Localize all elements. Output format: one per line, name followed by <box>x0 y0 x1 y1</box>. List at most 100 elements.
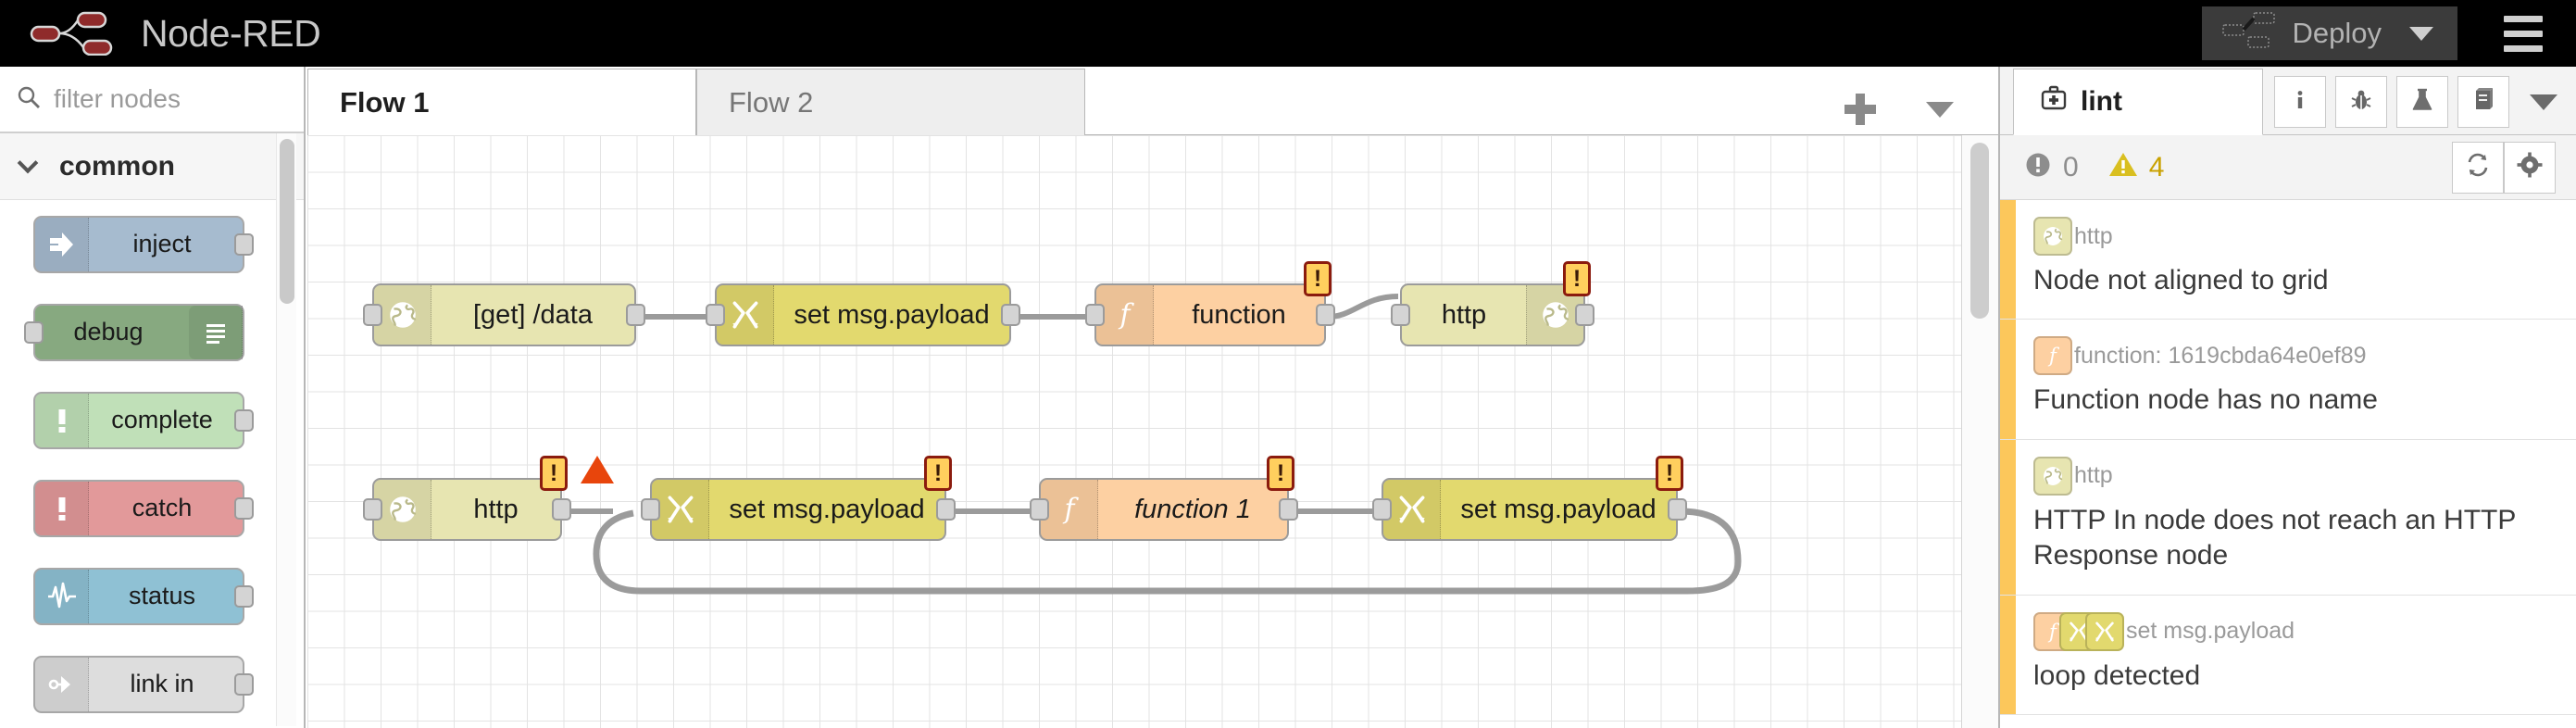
warning-triangle-icon <box>2108 151 2138 183</box>
palette-node-body[interactable]: catch <box>33 479 254 537</box>
sidebar-tabs-chevron-down-icon[interactable] <box>2530 94 2557 110</box>
tab-lint-label: lint <box>2081 86 2122 117</box>
filter-nodes-input[interactable] <box>54 84 287 114</box>
palette-node-body[interactable]: inject <box>33 215 254 273</box>
gear-icon <box>2517 152 2543 182</box>
palette-node-label: link in <box>130 670 194 697</box>
tab-lint[interactable]: lint <box>2013 69 2263 135</box>
node-input-port[interactable] <box>363 498 382 521</box>
flow-menu-chevron-down-icon[interactable] <box>1926 101 1954 118</box>
node-input-port[interactable] <box>24 320 44 344</box>
node-output-port[interactable] <box>1316 304 1335 326</box>
flow-node-n4[interactable]: http! <box>1391 261 1594 346</box>
node-input-port[interactable] <box>1085 304 1105 326</box>
flow-node-label: [get] /data <box>473 299 593 330</box>
palette-node-label: debug <box>73 318 144 345</box>
palette-node-status[interactable]: status <box>0 552 304 640</box>
hamburger-menu-icon[interactable] <box>2498 10 2548 57</box>
node-input-port[interactable] <box>1372 498 1392 521</box>
lint-item-node-icons: f <box>2033 336 2072 376</box>
flow-node-n1[interactable]: [get] /data <box>363 283 645 346</box>
node-input-port[interactable] <box>1030 498 1049 521</box>
error-count: 0 <box>2063 151 2079 182</box>
flow-tab-flow-1[interactable]: Flow 1 <box>307 69 696 135</box>
palette-node-body[interactable]: debug <box>24 303 244 361</box>
flow-tab-label: Flow 2 <box>729 85 814 119</box>
node-warning-badge[interactable]: ! <box>1563 261 1591 296</box>
node-output-port[interactable] <box>234 496 254 520</box>
lint-actions <box>2452 141 2556 194</box>
sidebar-help-button[interactable] <box>2457 76 2509 128</box>
palette-scrollbar[interactable] <box>276 133 296 726</box>
node-warning-badge[interactable]: ! <box>924 456 952 491</box>
add-flow-button[interactable] <box>1844 94 1876 125</box>
flow-node-n8[interactable]: set msg.payload! <box>1372 456 1687 541</box>
node-output-port[interactable] <box>626 304 645 326</box>
palette-scrollbar-thumb[interactable] <box>280 139 294 304</box>
node-output-port[interactable] <box>234 408 254 432</box>
node-output-port[interactable] <box>936 498 956 521</box>
node-output-port[interactable] <box>1279 498 1298 521</box>
svg-text:f: f <box>2047 620 2060 643</box>
flow-tab-flow-2[interactable]: Flow 2 <box>696 69 1085 135</box>
lint-summary-bar: 0 4 <box>2000 135 2576 200</box>
palette-node-inject[interactable]: inject <box>0 200 304 288</box>
lint-item-node-icons <box>2033 217 2072 256</box>
sidebar-info-button[interactable] <box>2274 76 2326 128</box>
palette-node-body[interactable]: status <box>33 567 254 625</box>
node-warning-badge[interactable]: ! <box>1304 261 1332 296</box>
node-output-port[interactable] <box>234 584 254 608</box>
node-input-port[interactable] <box>363 304 382 326</box>
node-input-port[interactable] <box>1391 304 1410 326</box>
node-input-port[interactable] <box>641 498 660 521</box>
node-output-port[interactable] <box>1575 304 1594 326</box>
lint-settings-button[interactable] <box>2504 141 2556 194</box>
node-warning-badge[interactable]: ! <box>1656 456 1683 491</box>
canvas-vertical-scrollbar[interactable] <box>1961 135 1998 728</box>
sidebar-tests-button[interactable] <box>2396 76 2448 128</box>
function-icon: f <box>1041 480 1098 539</box>
flow-node-n6[interactable]: set msg.payload! <box>641 456 956 541</box>
palette-node-catch[interactable]: catch <box>0 464 304 552</box>
palette-node-debug[interactable]: debug <box>0 288 304 376</box>
palette-node-label: complete <box>111 406 213 433</box>
palette-search[interactable] <box>0 67 304 133</box>
node-output-port[interactable] <box>1001 304 1020 326</box>
flow-node-n5[interactable]: http! <box>363 456 614 541</box>
globe-icon <box>2033 456 2072 496</box>
deploy-button[interactable]: Deploy <box>2201 6 2457 60</box>
node-warning-badge[interactable]: ! <box>540 456 568 491</box>
palette-node-body[interactable]: link in <box>33 655 254 713</box>
change-icon <box>652 480 709 539</box>
info-icon <box>2288 88 2312 117</box>
node-output-port[interactable] <box>552 498 571 521</box>
node-input-port[interactable] <box>706 304 725 326</box>
flow-node-label: http <box>1441 299 1487 330</box>
palette-node-body[interactable]: complete <box>33 391 254 449</box>
node-output-port[interactable] <box>234 672 254 696</box>
flow-node-n2[interactable]: set msg.payload <box>706 283 1020 346</box>
function-icon: f <box>2033 336 2072 376</box>
right-sidebar: lint <box>1998 67 2576 728</box>
lint-item-message: Node not aligned to grid <box>2033 265 2329 295</box>
sidebar-debug-button[interactable] <box>2335 76 2387 128</box>
palette-node-link-in[interactable]: link in <box>0 640 304 726</box>
error-count-group: 0 <box>2024 151 2079 183</box>
node-output-port[interactable] <box>1668 498 1687 521</box>
palette-node-complete[interactable]: complete <box>0 376 304 464</box>
chevron-down-icon <box>17 152 39 173</box>
palette-category-common[interactable]: common <box>0 133 304 200</box>
chevron-down-icon[interactable] <box>2409 26 2433 41</box>
lint-refresh-button[interactable] <box>2452 141 2504 194</box>
flow-node-label: function <box>1192 299 1286 330</box>
node-warning-badge[interactable]: ! <box>1267 456 1294 491</box>
node-output-port[interactable] <box>234 232 254 256</box>
canvas-scrollbar-thumb[interactable] <box>1970 143 1989 319</box>
